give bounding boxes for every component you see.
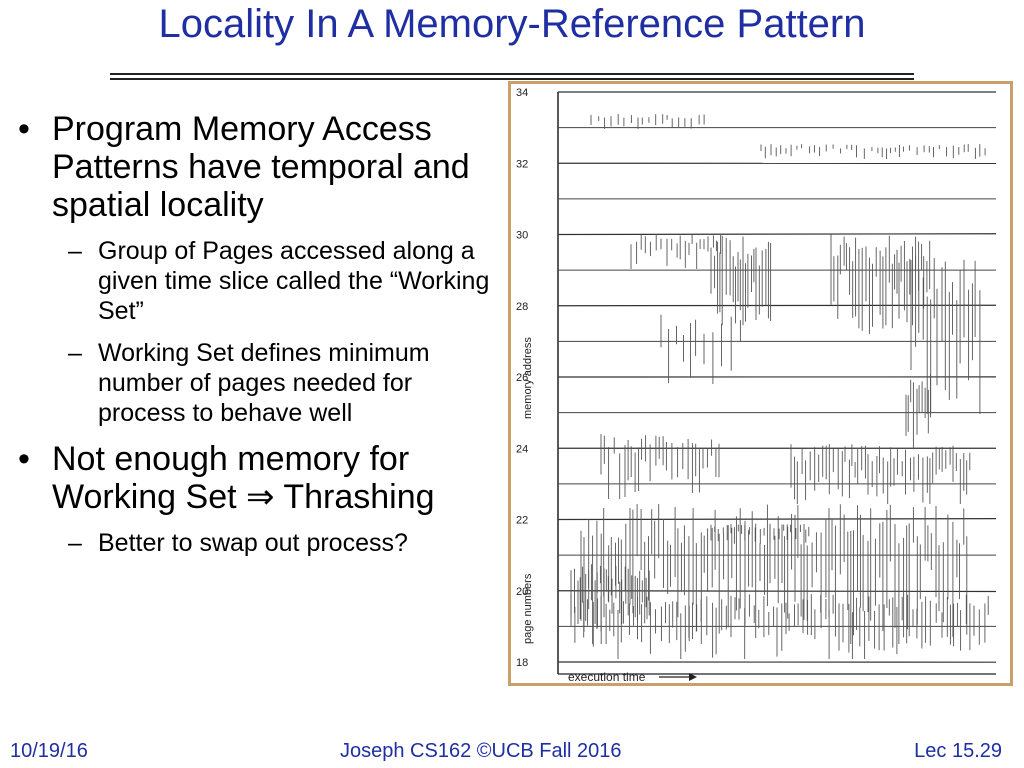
page-divider-line: [557, 233, 997, 236]
memory-reference-figure: 34 32 30 28 26 24 22 20 18 page numbers memory add…: [508, 81, 1013, 686]
memory-reference-plot: 34 32 30 28 26 24 22 20 18 page numbers memory add…: [516, 87, 997, 683]
y-axis-label-page-numbers: page numbers: [522, 573, 534, 644]
y-tick-label: 28: [516, 301, 528, 313]
access-marks: [570, 114, 989, 659]
bullet-text: Better to swap out process?: [98, 529, 408, 557]
bullet-text: Working Set defines minimum number of pa…: [98, 339, 430, 427]
bullet-access-patterns: • Program Memory Access Patterns have te…: [18, 110, 498, 224]
y-tick-label: 20: [516, 586, 528, 598]
footer-lecture: Lec 15.29: [914, 740, 1002, 762]
bullet-list: • Program Memory Access Patterns have te…: [18, 110, 498, 570]
y-axis-label-memory-address: memory address: [522, 337, 534, 419]
subbullet-minimum-pages: – Working Set defines minimum number of …: [18, 338, 498, 428]
bullet-dot: •: [18, 440, 30, 478]
slide-title: Locality In A Memory-Reference Pattern: [158, 2, 866, 46]
y-tick-label: 18: [516, 657, 528, 669]
title-rule-bottom: [110, 78, 914, 80]
y-tick-label: 26: [516, 372, 528, 384]
y-tick-label: 32: [516, 158, 528, 170]
bullet-dash: –: [68, 529, 82, 557]
page-divider-line: [557, 518, 997, 521]
y-tick-label: 34: [516, 87, 528, 99]
bullet-dash: –: [68, 339, 82, 367]
bullet-thrashing: • Not enough memory for Working Set ⇒ Th…: [18, 440, 498, 516]
bullet-text: Group of Pages accessed along a given ti…: [98, 237, 490, 325]
page-divider-line: [557, 590, 997, 593]
y-tick-label: 22: [516, 515, 528, 527]
footer-date: 10/19/16: [10, 740, 88, 762]
y-tick-label: 24: [516, 443, 528, 455]
subbullet-working-set: – Group of Pages accessed along a given …: [18, 236, 498, 326]
bullet-dash: –: [68, 237, 82, 265]
footer-course: Joseph CS162 ©UCB Fall 2016: [340, 740, 622, 762]
bullet-text: Program Memory Access Patterns have temp…: [52, 110, 470, 224]
y-tick-label: 30: [516, 230, 528, 242]
x-axis-arrow-head: [689, 673, 697, 681]
subbullet-swap-out: – Better to swap out process?: [18, 528, 498, 558]
bullet-text: Not enough memory for Working Set ⇒ Thra…: [52, 440, 435, 516]
bullet-dot: •: [18, 110, 30, 148]
x-axis-label: execution time: [568, 670, 646, 683]
title-rule-top: [110, 73, 914, 75]
